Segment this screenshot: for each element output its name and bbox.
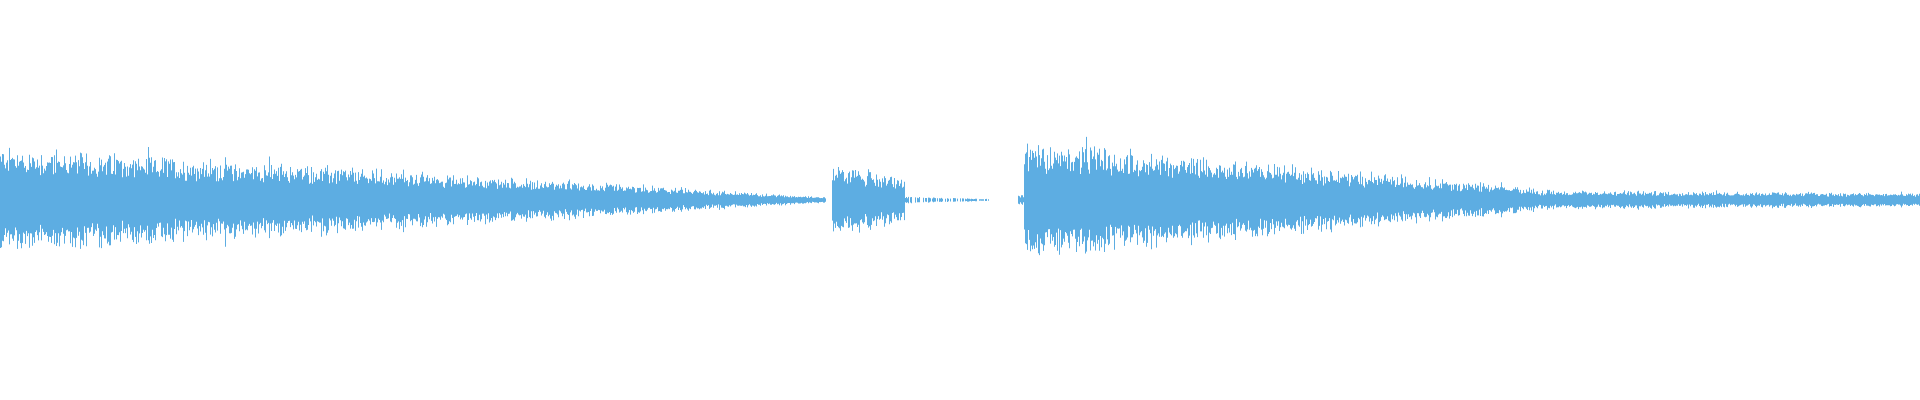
waveform-peaks [0, 136, 1920, 256]
